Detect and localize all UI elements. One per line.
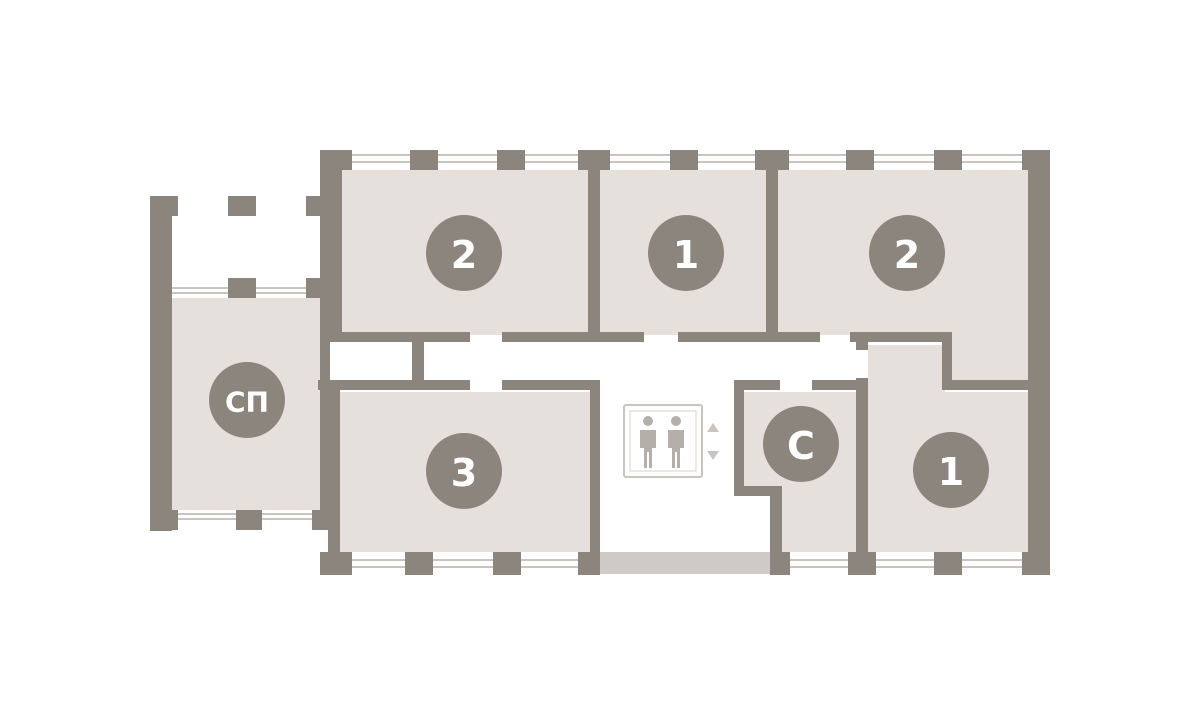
- unit-label: 1: [938, 450, 964, 494]
- unit-label: 1: [673, 233, 699, 277]
- pillars: [150, 150, 1050, 575]
- unit-badge-left[interactable]: СП: [209, 362, 285, 438]
- walls: [150, 150, 1050, 575]
- unit-badge-top-right[interactable]: 2: [869, 215, 945, 291]
- unit-badge-bottom-left[interactable]: 3: [426, 433, 502, 509]
- unit-badge-top-middle[interactable]: 1: [648, 215, 724, 291]
- unit-label: 2: [451, 233, 477, 277]
- unit-badge-bottom-right[interactable]: 1: [913, 432, 989, 508]
- unit-label: С: [787, 424, 815, 468]
- unit-badge-bottom-center[interactable]: С: [763, 406, 839, 482]
- unit-label: 2: [894, 233, 920, 277]
- unit-label: СП: [225, 386, 269, 419]
- unit-badge-top-left[interactable]: 2: [426, 215, 502, 291]
- elevator-icon: [623, 404, 703, 478]
- unit-label: 3: [451, 451, 477, 495]
- up-down-arrows-icon: [707, 423, 719, 460]
- stair-landing: [600, 552, 770, 574]
